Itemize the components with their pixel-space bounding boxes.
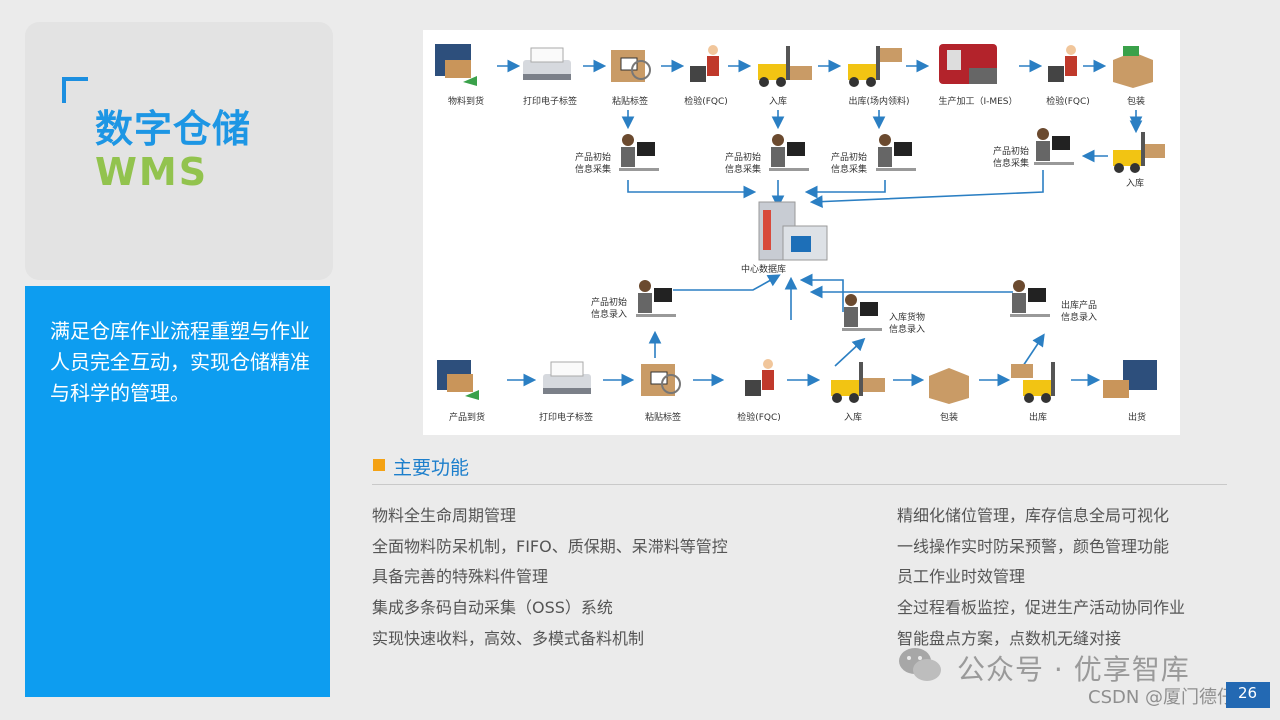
wechat-icon (899, 648, 941, 681)
icon-inspection-3 (745, 359, 774, 396)
label-collect-1b: 信息采集 (575, 163, 611, 175)
icon-shipment (1103, 360, 1157, 398)
label-row1-3: 检验(FQC) (684, 95, 728, 107)
page-number: 26 (1238, 684, 1258, 702)
label-row3-2: 粘贴标签 (645, 411, 681, 423)
label-row1-0: 物料到货 (448, 95, 484, 107)
icon-inspection-2 (1048, 45, 1077, 82)
label-entry-right-b: 信息录入 (1061, 311, 1097, 323)
label-row3-4: 入库 (844, 411, 862, 423)
feature-right-3: 员工作业时效管理 (897, 567, 1026, 586)
label-collect-3b: 信息采集 (831, 163, 867, 175)
label-right-inbound: 入库 (1126, 177, 1144, 189)
feature-right-2: 一线操作实时防呆预警，颜色管理功能 (897, 537, 1170, 556)
label-collect-1a: 产品初始 (575, 151, 611, 163)
title-chinese: 数字仓储 (95, 107, 252, 151)
label-collect-2b: 信息采集 (725, 163, 761, 175)
icon-label-sticking-2 (641, 364, 681, 396)
label-entry-mid-a: 入库货物 (889, 311, 925, 323)
label-collect-3a: 产品初始 (831, 151, 867, 163)
label-entry-left-a: 产品初始 (591, 296, 627, 308)
feature-title-marker (373, 459, 385, 471)
feature-left-5: 实现快速收料，高效、多模式备料机制 (372, 629, 645, 648)
icon-forklift-outbound (848, 46, 902, 87)
wms-flow-diagram: 物料到货 打印电子标签 粘贴标签 检验(FQC) 入库 出库(场内领料) 生产加… (423, 30, 1180, 435)
label-row3-7: 出货 (1128, 411, 1146, 423)
label-row1-6: 生产加工（I-MES） (938, 95, 1017, 107)
description-text: 满足仓库作业流程重塑与作业人员完全互动，实现仓储精准与科学的管理。 (50, 319, 310, 405)
label-collect-2a: 产品初始 (725, 151, 761, 163)
icon-printer (523, 47, 571, 80)
icon-operator-collect-2 (769, 134, 809, 171)
feature-left-4: 集成多条码自动采集（OSS）系统 (372, 598, 613, 617)
title-corner-bracket (62, 77, 88, 103)
icon-packaging (1113, 46, 1153, 88)
watermark-text: 公众号 · 优享智库 (957, 653, 1190, 686)
feature-divider (372, 484, 1227, 485)
icon-packaging-2 (929, 368, 969, 404)
page-number-badge (1226, 682, 1270, 708)
feature-left-2: 全面物料防呆机制，FIFO、质保期、呆滞料等管控 (372, 537, 728, 556)
label-row3-1: 打印电子标签 (539, 411, 593, 423)
label-collect-4a: 产品初始 (993, 145, 1029, 157)
icon-operator-entry-left (636, 280, 676, 317)
label-row1-4: 入库 (769, 95, 787, 107)
feature-right-1: 精细化储位管理，库存信息全局可视化 (897, 506, 1170, 525)
label-row1-5: 出库(场内领料) (848, 95, 909, 107)
label-row1-2: 粘贴标签 (612, 95, 648, 107)
icon-product-arrival (437, 360, 479, 400)
feature-title: 主要功能 (393, 457, 470, 479)
icon-forklift-inbound (758, 46, 812, 87)
title-card (25, 22, 333, 280)
description-panel (25, 286, 330, 697)
feature-right-5: 智能盘点方案，点数机无缝对接 (897, 629, 1122, 648)
feature-right-4: 全过程看板监控，促进生产活动协同作业 (897, 598, 1186, 617)
icon-operator-entry-right (1010, 280, 1050, 317)
icon-forklift-right-inbound (1113, 132, 1165, 173)
icon-central-database (758, 201, 828, 261)
icon-material-arrival (435, 44, 477, 86)
label-row3-5: 包装 (940, 411, 958, 423)
label-row1-1: 打印电子标签 (523, 95, 577, 107)
icon-production-machine (939, 44, 997, 84)
feature-left-3: 具备完善的特殊料件管理 (372, 567, 549, 586)
icon-forklift-inbound-2 (831, 362, 885, 403)
title-english: WMS (95, 150, 209, 194)
label-row3-3: 检验(FQC) (737, 411, 781, 423)
csdn-watermark: CSDN @厦门德仔 (1088, 687, 1236, 708)
icon-operator-collect-4 (1034, 128, 1074, 165)
icon-operator-collect-3 (876, 134, 916, 171)
icon-label-sticking (611, 50, 651, 82)
icon-inspection-1 (690, 45, 719, 82)
label-entry-mid-b: 信息录入 (889, 323, 925, 335)
label-row3-0: 产品到货 (449, 411, 485, 423)
flow-diagram-svg: 物料到货 打印电子标签 粘贴标签 检验(FQC) 入库 出库(场内领料) 生产加… (435, 44, 1165, 423)
label-row3-6: 出库 (1029, 411, 1047, 423)
label-entry-right-a: 出库产品 (1061, 299, 1097, 311)
icon-forklift-outbound-2 (1011, 362, 1055, 403)
icon-operator-entry-mid (842, 294, 882, 331)
label-collect-4b: 信息采集 (993, 157, 1029, 169)
label-row1-7: 检验(FQC) (1046, 95, 1090, 107)
icon-operator-collect-1 (619, 134, 659, 171)
label-row1-8: 包装 (1127, 95, 1145, 107)
icon-printer-2 (543, 361, 591, 394)
label-entry-left-b: 信息录入 (591, 308, 627, 320)
label-center-db: 中心数据库 (741, 263, 786, 275)
feature-left-1: 物料全生命周期管理 (372, 506, 517, 525)
